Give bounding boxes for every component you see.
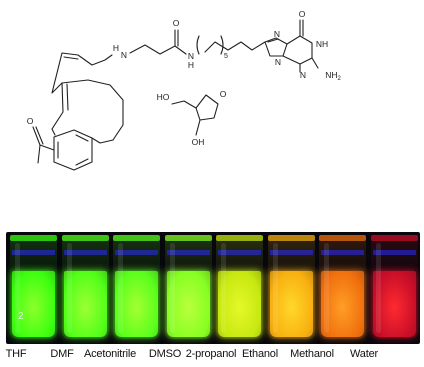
label-sugar-ho: HO [157, 92, 170, 102]
vial-liquid [321, 271, 364, 337]
vial-liquid [166, 271, 210, 337]
label-chain-count: 5 [224, 53, 228, 60]
label-sugar-o: O [220, 89, 227, 99]
vial-shine [169, 243, 175, 333]
vial-liquid [372, 271, 416, 337]
label-guanine-n-bottom: N [275, 57, 281, 67]
vial-shine [324, 243, 329, 333]
vial-band [218, 250, 261, 255]
vial-mark: 2 [18, 311, 24, 322]
label-acetyl-o: O [27, 116, 34, 126]
vial-shine [221, 243, 226, 333]
vial-cap [113, 235, 160, 241]
label-amine-h: H [113, 43, 119, 53]
vial-shine [375, 243, 381, 333]
vial-ethanol [267, 235, 315, 341]
vial-band [166, 250, 210, 255]
vial-shine [118, 243, 123, 333]
chemical-structure: O H N N H 5 N N N O NH NH2 HO O OH O [27, 9, 341, 171]
vial-shine [66, 243, 72, 333]
vial-2-propanol [216, 235, 263, 341]
label-sugar-oh: OH [192, 137, 205, 147]
vial-band [12, 250, 55, 255]
solvent-label: 2-propanol [185, 348, 237, 360]
label-guanine-nh: NH [316, 39, 328, 49]
vial-shine [272, 243, 278, 333]
vial-band [321, 250, 364, 255]
solvent-label: DMSO [148, 348, 182, 360]
label-carbonyl-o: O [173, 18, 180, 28]
label-guanine-n-top: N [274, 29, 280, 39]
vial-liquid [115, 271, 158, 337]
label-guanine-nh2: NH2 [325, 70, 341, 82]
label-amine-n: N [121, 50, 127, 60]
vial-liquid [269, 271, 313, 337]
label-guanine-n-right: N [300, 70, 306, 80]
vial-liquid [12, 271, 55, 337]
label-amide-n: N [188, 51, 194, 61]
vial-dmso [164, 235, 212, 341]
vial-liquid [63, 271, 107, 337]
vial-cap [10, 235, 57, 241]
vial-cap [267, 235, 315, 241]
vial-dmf [61, 235, 109, 341]
vial-methanol [319, 235, 366, 341]
vial-water [370, 235, 418, 341]
solvent-label: DMF [50, 348, 74, 360]
vial-band [269, 250, 313, 255]
solvent-label: THF [5, 348, 27, 360]
vial-cap [61, 235, 109, 241]
vial-cap [164, 235, 212, 241]
solvent-label: Water [350, 348, 378, 360]
solvent-label: Acetonitrile [83, 348, 137, 360]
vial-cap [216, 235, 263, 241]
solvent-label: Ethanol [242, 348, 278, 360]
vial-thf: 2 [10, 235, 57, 341]
vials-photo: 2 [6, 232, 420, 344]
vial-band [372, 250, 416, 255]
vial-acetonitrile [113, 235, 160, 341]
vial-cap [319, 235, 366, 241]
label-amide-h: H [188, 60, 194, 70]
vial-shine [15, 243, 20, 333]
vial-band [115, 250, 158, 255]
vial-liquid [218, 271, 261, 337]
vial-cap [370, 235, 418, 241]
label-guanine-o: O [299, 9, 306, 19]
solvent-label: Methanol [290, 348, 334, 360]
vial-band [63, 250, 107, 255]
